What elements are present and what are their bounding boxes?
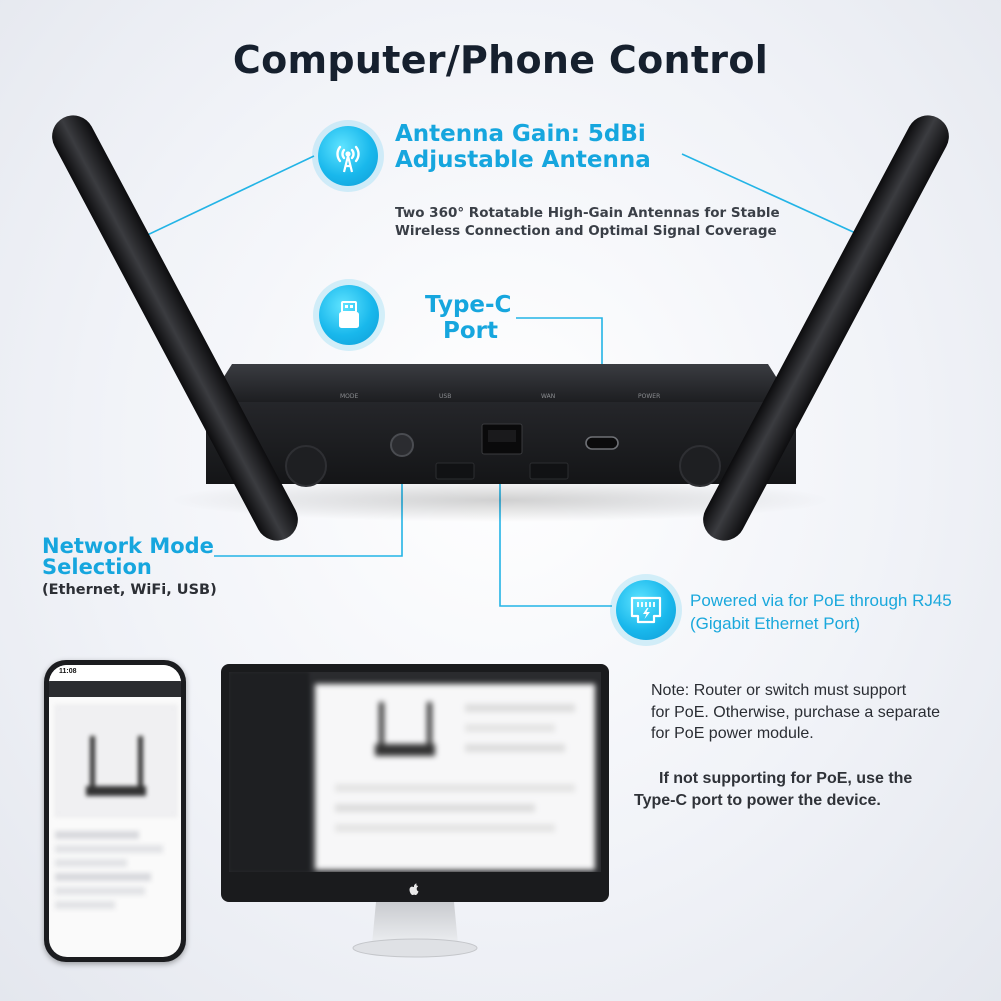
port-labels: MODE USB WAN POWER — [340, 393, 660, 400]
note-line2: for PoE. Otherwise, purchase a separate — [651, 703, 941, 721]
mode-button — [390, 433, 414, 457]
antenna-right — [703, 115, 949, 541]
ethernet-port-icon — [616, 580, 676, 640]
phone-status-bar: 11:08 — [49, 665, 181, 681]
monitor-screen — [229, 672, 601, 872]
device-top-panel — [208, 364, 792, 402]
port-label-power: POWER — [638, 393, 660, 400]
type-c-heading: Type-C Port — [425, 292, 511, 345]
antenna-left-callout-line — [123, 155, 315, 247]
phone-blurred-list — [55, 825, 175, 945]
type-c-heading-line2: Port — [443, 318, 498, 345]
note-line4: If not supporting for PoE, use the — [659, 770, 913, 787]
antenna-heading-line2: Adjustable Antenna — [395, 147, 651, 174]
poe-line1: Powered via for PoE through RJ45 — [690, 591, 952, 610]
device-foot-right — [529, 462, 569, 480]
apple-logo-icon — [407, 882, 421, 896]
antenna-signal-icon — [318, 126, 378, 186]
monitor-router-thumbnail — [335, 702, 575, 832]
port-label-mode: MODE — [340, 393, 359, 400]
device-shadow — [170, 478, 830, 522]
antenna-description-line1: Two 360° Rotatable High-Gain Antennas fo… — [395, 205, 780, 221]
port-label-usb: USB — [439, 393, 451, 400]
network-mode-description: (Ethernet, WiFi, USB) — [42, 582, 217, 598]
note-line3: for PoE power module. — [651, 725, 814, 743]
monitor-mockup — [221, 664, 609, 902]
type-c-heading-line1: Type-C — [425, 292, 512, 318]
monitor-stand — [352, 902, 478, 958]
phone-router-thumbnail — [86, 736, 146, 796]
monitor-sidebar — [229, 672, 309, 872]
antenna-left — [52, 115, 298, 541]
type-c-power-note: If not supporting for PoE, use the Type-… — [634, 768, 912, 811]
antenna-heading-line1: Antenna Gain: 5dBi — [395, 121, 646, 147]
phone-app-header — [49, 681, 181, 697]
note-line1: Note: Router or switch must support — [651, 682, 907, 699]
antenna-heading: Antenna Gain: 5dBi Adjustable Antenna — [395, 121, 651, 174]
poe-line2: (Gigabit Ethernet Port) — [690, 613, 861, 633]
poe-description: Powered via for PoE through RJ45 (Gigabi… — [690, 590, 952, 636]
phone-content-panel — [55, 705, 177, 817]
note-line5: Type-C port to power the device. — [634, 791, 881, 809]
phone-status-time: 11:08 — [59, 668, 77, 675]
phone-screen: 11:08 — [49, 665, 181, 957]
page-title: Computer/Phone Control — [232, 38, 769, 82]
monitor-content-panel — [315, 684, 595, 870]
antenna-right-callout-line — [681, 153, 885, 247]
network-mode-heading-line1: Network Mode — [42, 534, 214, 558]
poe-note: Note: Router or switch must support for … — [651, 680, 940, 745]
type-c-port — [585, 436, 619, 450]
phone-mockup: 11:08 — [44, 660, 186, 962]
device-foot-left — [435, 462, 475, 480]
network-mode-heading: Network Mode Selection — [42, 536, 214, 578]
usb-port-icon — [319, 285, 379, 345]
network-mode-heading-line2: Selection — [42, 555, 152, 579]
port-label-wan: WAN — [541, 393, 555, 400]
antenna-description: Two 360° Rotatable High-Gain Antennas fo… — [395, 205, 780, 240]
antenna-description-line2: Wireless Connection and Optimal Signal C… — [395, 222, 777, 239]
